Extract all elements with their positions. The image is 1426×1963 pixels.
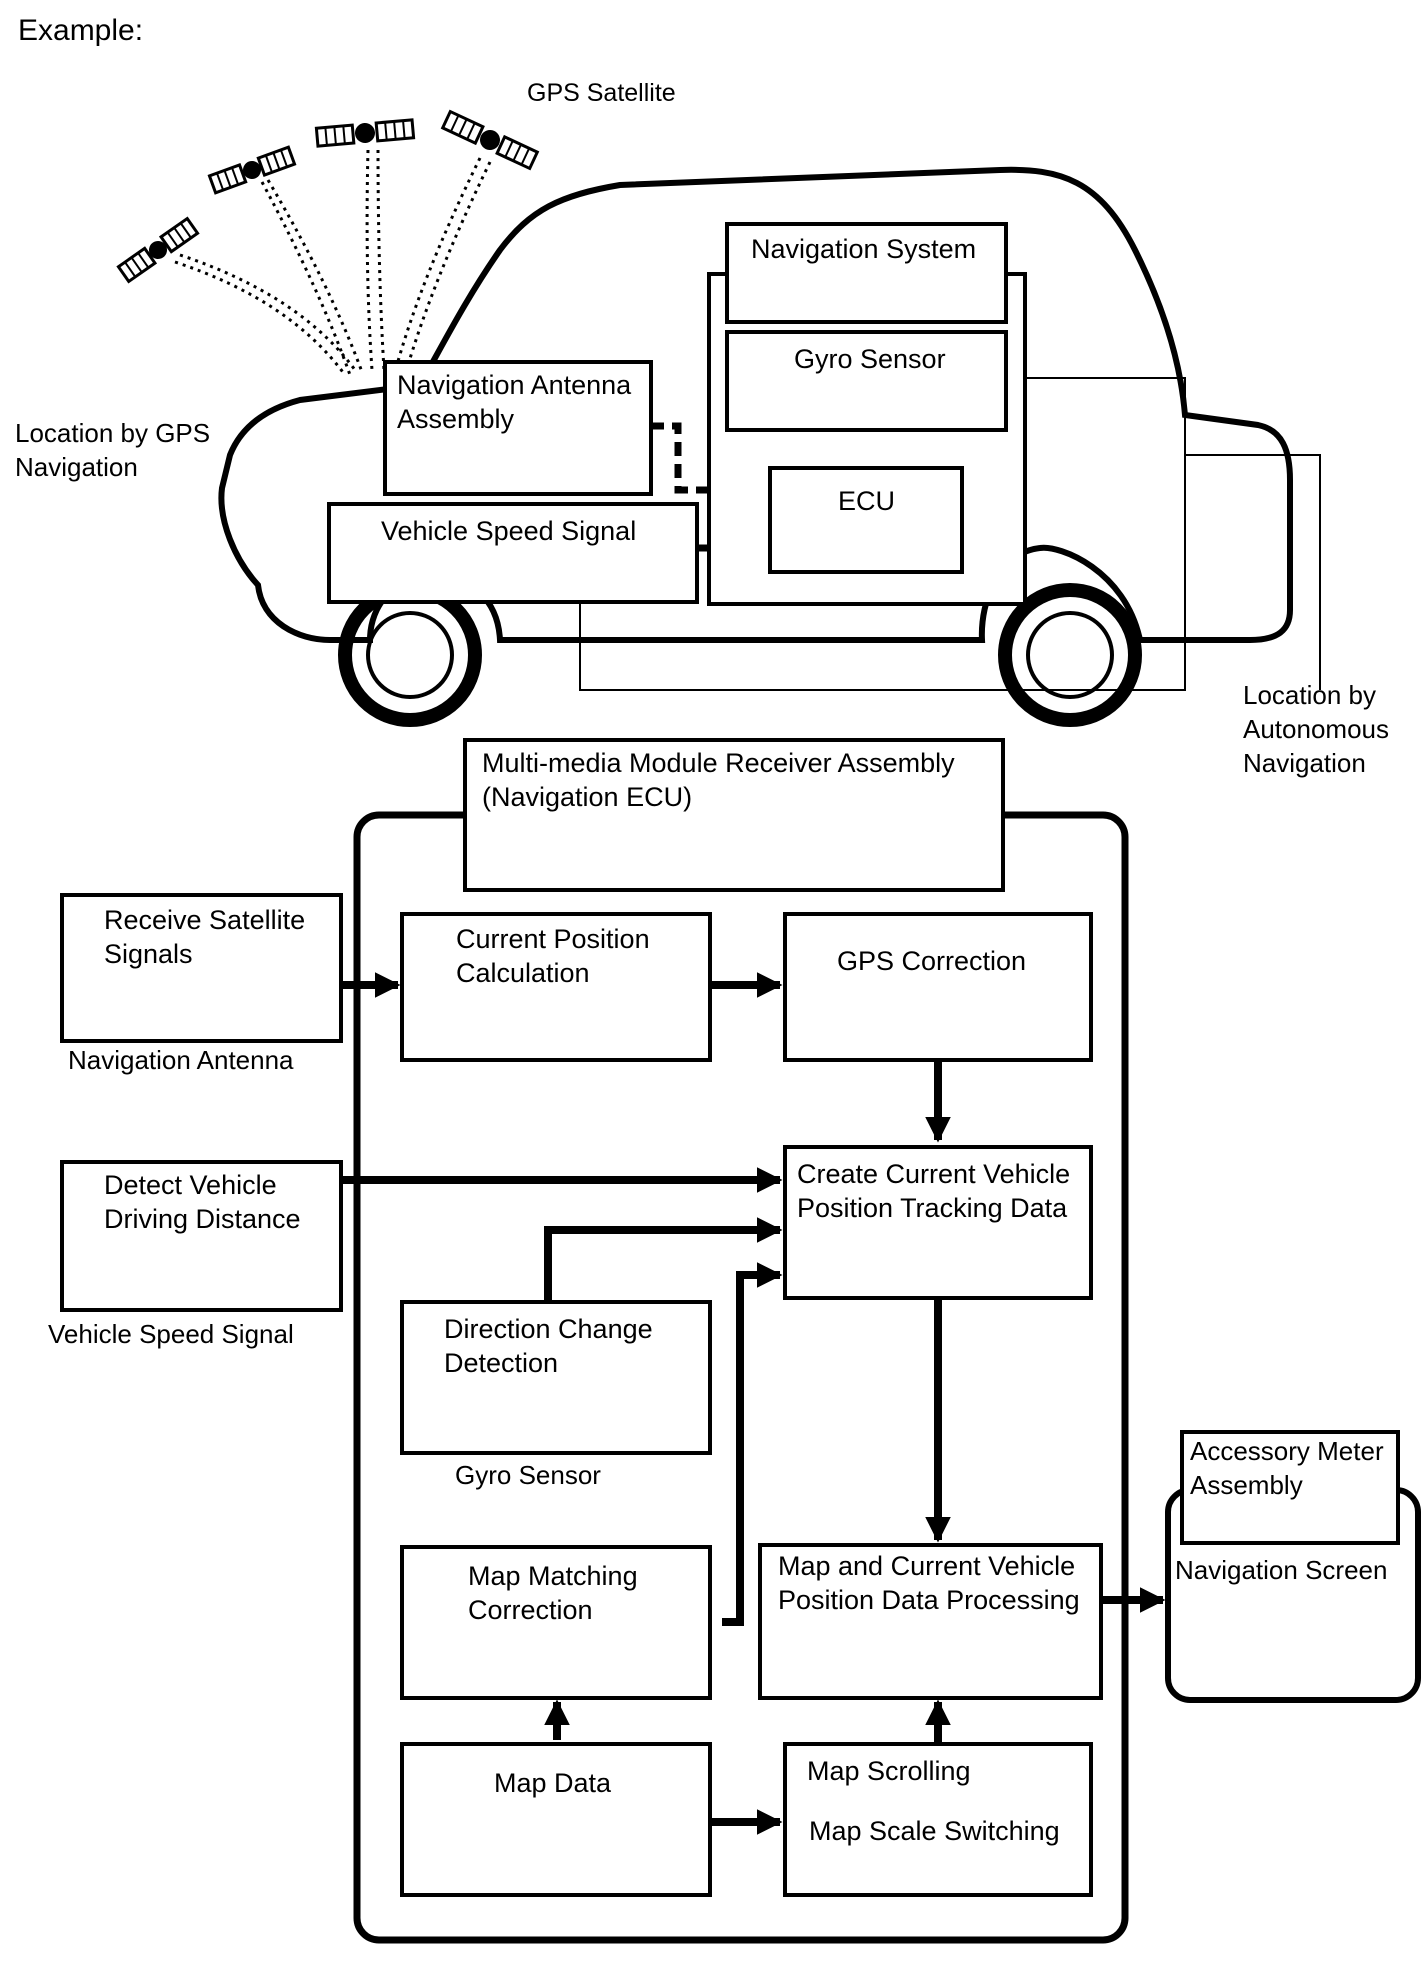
label-gyro-sensor: Gyro Sensor <box>455 1460 601 1490</box>
vehicle-speed-signal-label: Vehicle Speed Signal <box>381 516 637 546</box>
receiver-assembly-box: Multi-media Module Receiver Assembly (Na… <box>463 738 1005 892</box>
map-processing-label: Map and Current Vehicle Position Data Pr… <box>778 1551 1080 1615</box>
navigation-system-label: Navigation System <box>751 234 977 264</box>
map-processing-box: Map and Current Vehicle Position Data Pr… <box>758 1543 1103 1700</box>
map-scrolling-box: Map Scrolling Map Scale Switching <box>783 1742 1093 1897</box>
satellite-icon <box>314 118 416 148</box>
heading: Example: <box>18 14 144 47</box>
detect-distance-box: Detect Vehicle Driving Distance <box>60 1160 343 1312</box>
map-matching-box: Map Matching Correction <box>400 1545 712 1700</box>
detect-distance-label: Detect Vehicle Driving Distance <box>104 1170 301 1234</box>
label-speed-signal: Vehicle Speed Signal <box>48 1319 294 1349</box>
ecu-label: ECU <box>838 486 896 516</box>
rear-wheel-icon <box>338 583 482 727</box>
gps-correction-label: GPS Correction <box>837 946 1027 976</box>
create-tracking-label: Create Current Vehicle Position Tracking… <box>797 1159 1071 1223</box>
map-matching-label: Map Matching Correction <box>468 1561 638 1625</box>
direction-change-label: Direction Change Detection <box>444 1314 653 1378</box>
gyro-sensor-label: Gyro Sensor <box>794 344 946 374</box>
satellite-icon <box>207 145 297 195</box>
accessory-meter-box: Accessory Meter Assembly <box>1180 1430 1400 1545</box>
gyro-sensor-box: Gyro Sensor <box>725 330 1008 432</box>
satellite-icon <box>116 216 200 284</box>
flow-arrows <box>343 972 1166 1835</box>
current-position-box: Current Position Calculation <box>400 912 712 1062</box>
current-position-label: Current Position Calculation <box>456 924 650 988</box>
navigation-system-box: Navigation System <box>725 222 1008 324</box>
front-wheel-icon <box>998 583 1142 727</box>
label-nav-antenna: Navigation Antenna <box>68 1045 294 1075</box>
nav-antenna-assembly-label: Navigation Antenna Assembly <box>397 370 632 434</box>
accessory-meter-label: Accessory Meter Assembly <box>1190 1436 1384 1500</box>
create-tracking-box: Create Current Vehicle Position Tracking… <box>783 1145 1093 1300</box>
direction-change-box: Direction Change Detection <box>400 1300 712 1455</box>
label-location-autonomous: Location by Autonomous Navigation <box>1243 680 1389 778</box>
satellite-icon <box>440 109 540 171</box>
label-location-gps: Location by GPS Navigation <box>15 418 211 482</box>
nav-antenna-assembly-box: Navigation Antenna Assembly <box>383 360 653 496</box>
connector-lines <box>579 377 1321 691</box>
label-gps-satellite: GPS Satellite <box>527 79 676 107</box>
vehicle-speed-signal-box: Vehicle Speed Signal <box>327 502 699 604</box>
map-data-box: Map Data <box>400 1742 712 1897</box>
map-data-label: Map Data <box>494 1768 612 1798</box>
label-navigation-screen: Navigation Screen <box>1175 1555 1388 1585</box>
receive-satellite-label: Receive Satellite Signals <box>104 905 306 969</box>
signal-waves <box>174 149 492 376</box>
map-scrolling-label: Map Scrolling <box>807 1756 971 1786</box>
gps-correction-box: GPS Correction <box>783 912 1093 1062</box>
map-scale-label: Map Scale Switching <box>809 1816 1060 1846</box>
receive-satellite-box: Receive Satellite Signals <box>60 893 343 1043</box>
receiver-assembly-label: Multi-media Module Receiver Assembly (Na… <box>482 748 955 812</box>
ecu-box: ECU <box>768 466 964 574</box>
